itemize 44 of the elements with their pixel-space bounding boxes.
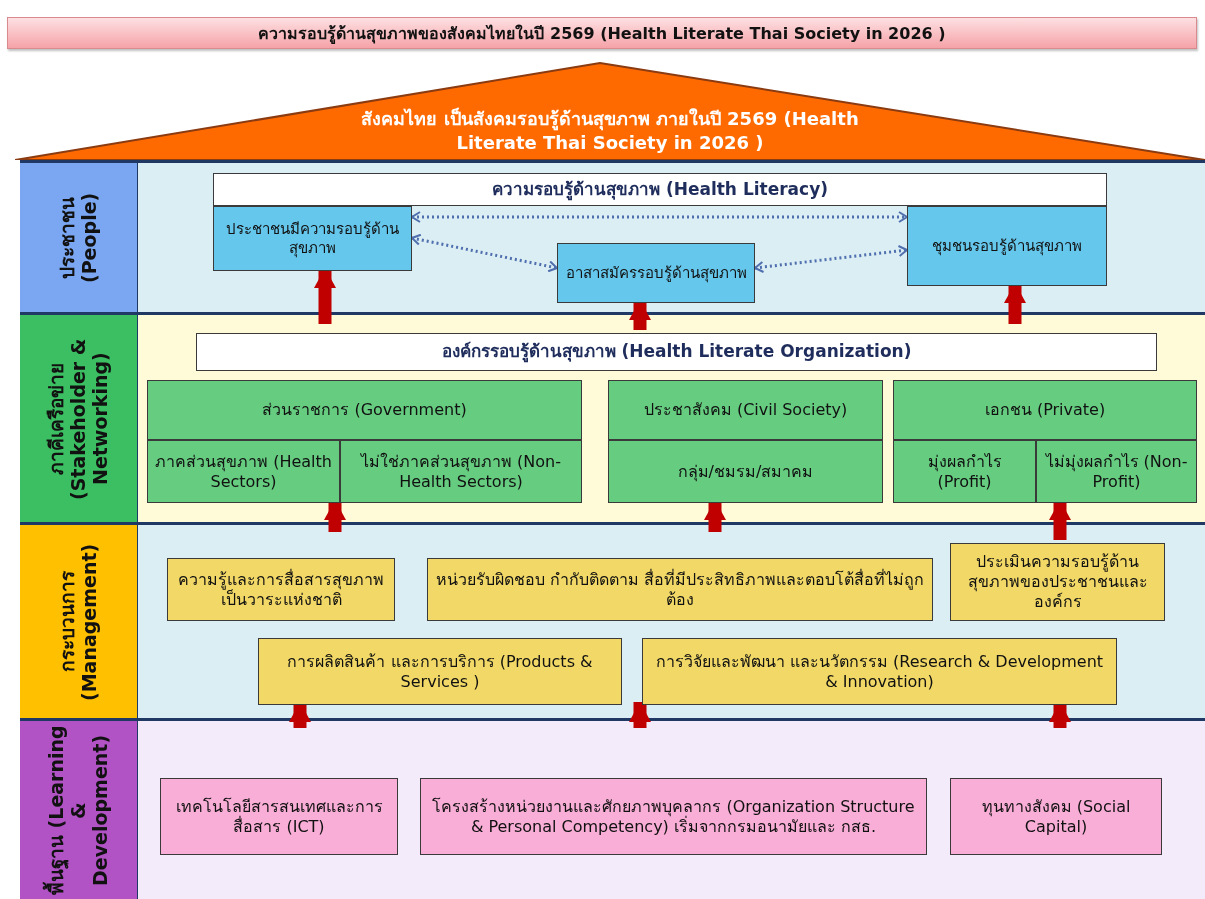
heading-box: องค์กรรอบรู้ด้านสุขภาพ (Health Literate Organization) xyxy=(196,333,1157,371)
block-arrow xyxy=(704,500,726,532)
process-box: การผลิตสินค้า และการบริการ (Products & Services ) xyxy=(258,638,622,705)
layer-band xyxy=(20,160,1205,312)
layer-label: กระบวนการ (Management) xyxy=(56,541,101,703)
process-box: ประชาสังคม (Civil Society) xyxy=(608,380,883,440)
block-arrow xyxy=(324,500,346,532)
block-arrow xyxy=(314,268,336,324)
layer-label: ประชาชน (People) xyxy=(56,191,101,285)
layer-band xyxy=(20,522,1205,718)
process-box: กลุ่ม/ชมรม/สมาคม xyxy=(608,440,883,503)
process-box: หน่วยรับผิดชอบ กำกับติดตาม สื่อที่มีประสิทธิภาพและตอบโต้สื่อที่ไม่ถูกต้อง xyxy=(427,558,933,621)
dotted-arrow xyxy=(754,245,908,273)
block-arrow xyxy=(629,702,651,728)
block-arrow xyxy=(1049,702,1071,728)
roof-text: สังคมไทย เป็นสังคมรอบรู้ด้านสุขภาพ ภายในปี 2569 (Health Literate Thai Society in 2026 ) xyxy=(360,107,860,154)
title-banner: ความรอบรู้ด้านสุขภาพของสังคมไทยในปี 2569 (Health Literate Thai Society in 2026 ) xyxy=(7,17,1197,49)
process-box: ภาคส่วนสุขภาพ (Health Sectors) xyxy=(147,440,340,503)
process-box: เทคโนโลยีสารสนเทศและการสื่อสาร (ICT) xyxy=(160,778,398,855)
process-box: มุ่งผลกำไร (Profit) xyxy=(893,440,1036,503)
block-arrow xyxy=(289,702,311,728)
process-box: ประชาชนมีความรอบรู้ด้านสุขภาพ xyxy=(213,206,412,271)
block-arrow xyxy=(629,300,651,330)
heading-box: ความรอบรู้ด้านสุขภาพ (Health Literacy) xyxy=(213,173,1107,206)
dotted-arrow xyxy=(411,233,558,273)
process-box: ความรู้และการสื่อสารสุขภาพเป็นวาระแห่งชาติ xyxy=(167,558,395,621)
process-box: ไม่ใช่ภาคส่วนสุขภาพ (Non-Health Sectors) xyxy=(340,440,582,503)
layer-label: ภาคีเครือข่าย (Stakeholder & Networking) xyxy=(45,336,112,502)
process-box: ประเมินความรอบรู้ด้านสุขภาพของประชาชนและองค์กร xyxy=(950,543,1165,621)
process-box: ทุนทางสังคม (Social Capital) xyxy=(950,778,1162,855)
process-box: โครงสร้างหน่วยงานและศักยภาพบุคลากร (Organization Structure & Personal Competency) เริ่มจากกรมอนามัยและ กสธ. xyxy=(420,778,927,855)
process-box: ชุมชนรอบรู้ด้านสุขภาพ xyxy=(907,206,1107,286)
process-box: ไม่มุ่งผลกำไร (Non-Profit) xyxy=(1036,440,1197,503)
roof-triangle xyxy=(15,62,1205,160)
process-box: เอกชน (Private) xyxy=(893,380,1197,440)
layer-label: พื้นฐาน (Learning & Development) xyxy=(45,724,112,896)
layer-band xyxy=(20,312,1205,522)
process-box: อาสาสมัครรอบรู้ด้านสุขภาพ xyxy=(557,243,755,303)
process-box: การวิจัยและพัฒนา และนวัตกรรม (Research & Development & Innovation) xyxy=(642,638,1117,705)
dotted-arrow xyxy=(411,211,908,223)
process-box: ส่วนราชการ (Government) xyxy=(147,380,582,440)
block-arrow xyxy=(1049,500,1071,540)
layer-band xyxy=(20,718,1205,899)
block-arrow xyxy=(1004,283,1026,324)
